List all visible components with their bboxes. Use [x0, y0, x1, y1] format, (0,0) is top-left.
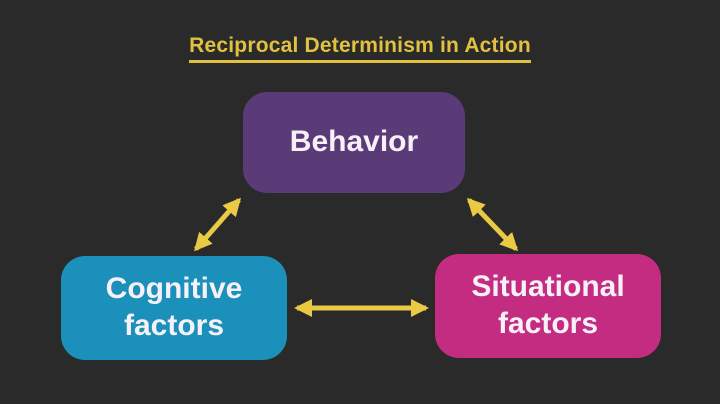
node-situational-factors: Situational factors: [435, 254, 661, 358]
node-behavior: Behavior: [243, 92, 465, 193]
node-situational-factors-label: Situational factors: [471, 270, 625, 340]
node-cognitive-factors-label: Cognitive factors: [105, 272, 243, 342]
node-behavior-label: Behavior: [289, 125, 419, 159]
page-title: Reciprocal Determinism in Action: [189, 34, 531, 63]
node-cognitive-factors: Cognitive factors: [61, 256, 287, 360]
arrow-behavior-cognitive-icon: [194, 197, 241, 252]
title-row: Reciprocal Determinism in Action: [0, 34, 720, 63]
arrow-behavior-situational-icon: [466, 197, 519, 252]
